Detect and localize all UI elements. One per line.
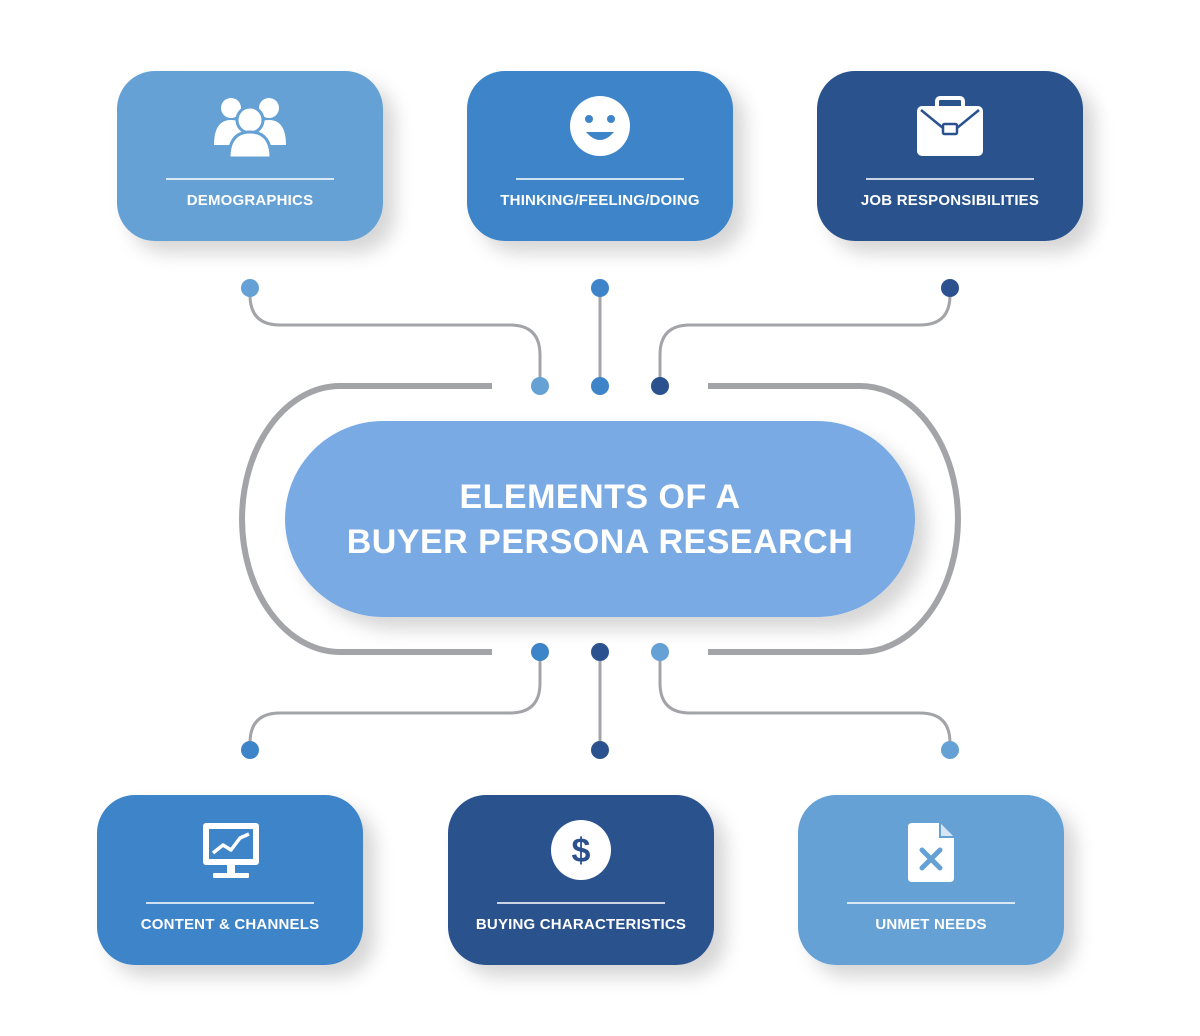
people-icon	[214, 98, 286, 160]
connector-dot	[241, 741, 259, 759]
connector-dot	[531, 377, 549, 395]
connector-dot	[531, 643, 549, 661]
connector-dot	[241, 279, 259, 297]
card-label-job: JOB RESPONSIBILITIES	[861, 192, 1039, 209]
right-frame-bracket	[708, 383, 961, 655]
card-content-channels: CONTENT & CHANNELS	[97, 795, 363, 965]
card-thinking-feeling-doing: THINKING/FEELING/DOING	[467, 71, 733, 241]
card-label-content: CONTENT & CHANNELS	[141, 916, 320, 933]
briefcase-icon	[917, 96, 983, 156]
card-unmet-needs: UNMET NEEDS	[798, 795, 1064, 965]
center-title-line-1: ELEMENTS OF A	[459, 478, 740, 516]
smiley-face-icon	[570, 96, 630, 156]
connector-dot	[651, 643, 669, 661]
card-label-unmet: UNMET NEEDS	[875, 916, 986, 933]
left-frame-bracket	[239, 383, 492, 655]
connector-dot	[591, 279, 609, 297]
card-buying-characteristics: $ BUYING CHARACTERISTICS	[448, 795, 714, 965]
connector-dot	[941, 741, 959, 759]
dollar-coin-icon: $	[551, 820, 611, 880]
connector-dot	[591, 741, 609, 759]
center-title-line-2: BUYER PERSONA RESEARCH	[347, 523, 854, 561]
connector-dot	[591, 643, 609, 661]
card-job-responsibilities: JOB RESPONSIBILITIES	[817, 71, 1083, 241]
connector-dot	[941, 279, 959, 297]
center-title-pill: ELEMENTS OF A BUYER PERSONA RESEARCH	[285, 421, 915, 617]
connector-demographics	[248, 288, 542, 386]
connector-dot	[591, 377, 609, 395]
connector-unmet	[658, 652, 952, 750]
connector-job	[658, 288, 952, 386]
card-label-demographics: DEMOGRAPHICS	[187, 192, 314, 209]
card-demographics: DEMOGRAPHICS	[117, 71, 383, 241]
card-label-thinking: THINKING/FEELING/DOING	[500, 192, 699, 209]
card-label-buying: BUYING CHARACTERISTICS	[476, 916, 686, 933]
document-x-icon	[908, 823, 954, 882]
monitor-chart-icon	[203, 823, 259, 878]
connector-content	[248, 652, 542, 750]
connector-dot	[651, 377, 669, 395]
svg-text:$: $	[572, 832, 591, 870]
